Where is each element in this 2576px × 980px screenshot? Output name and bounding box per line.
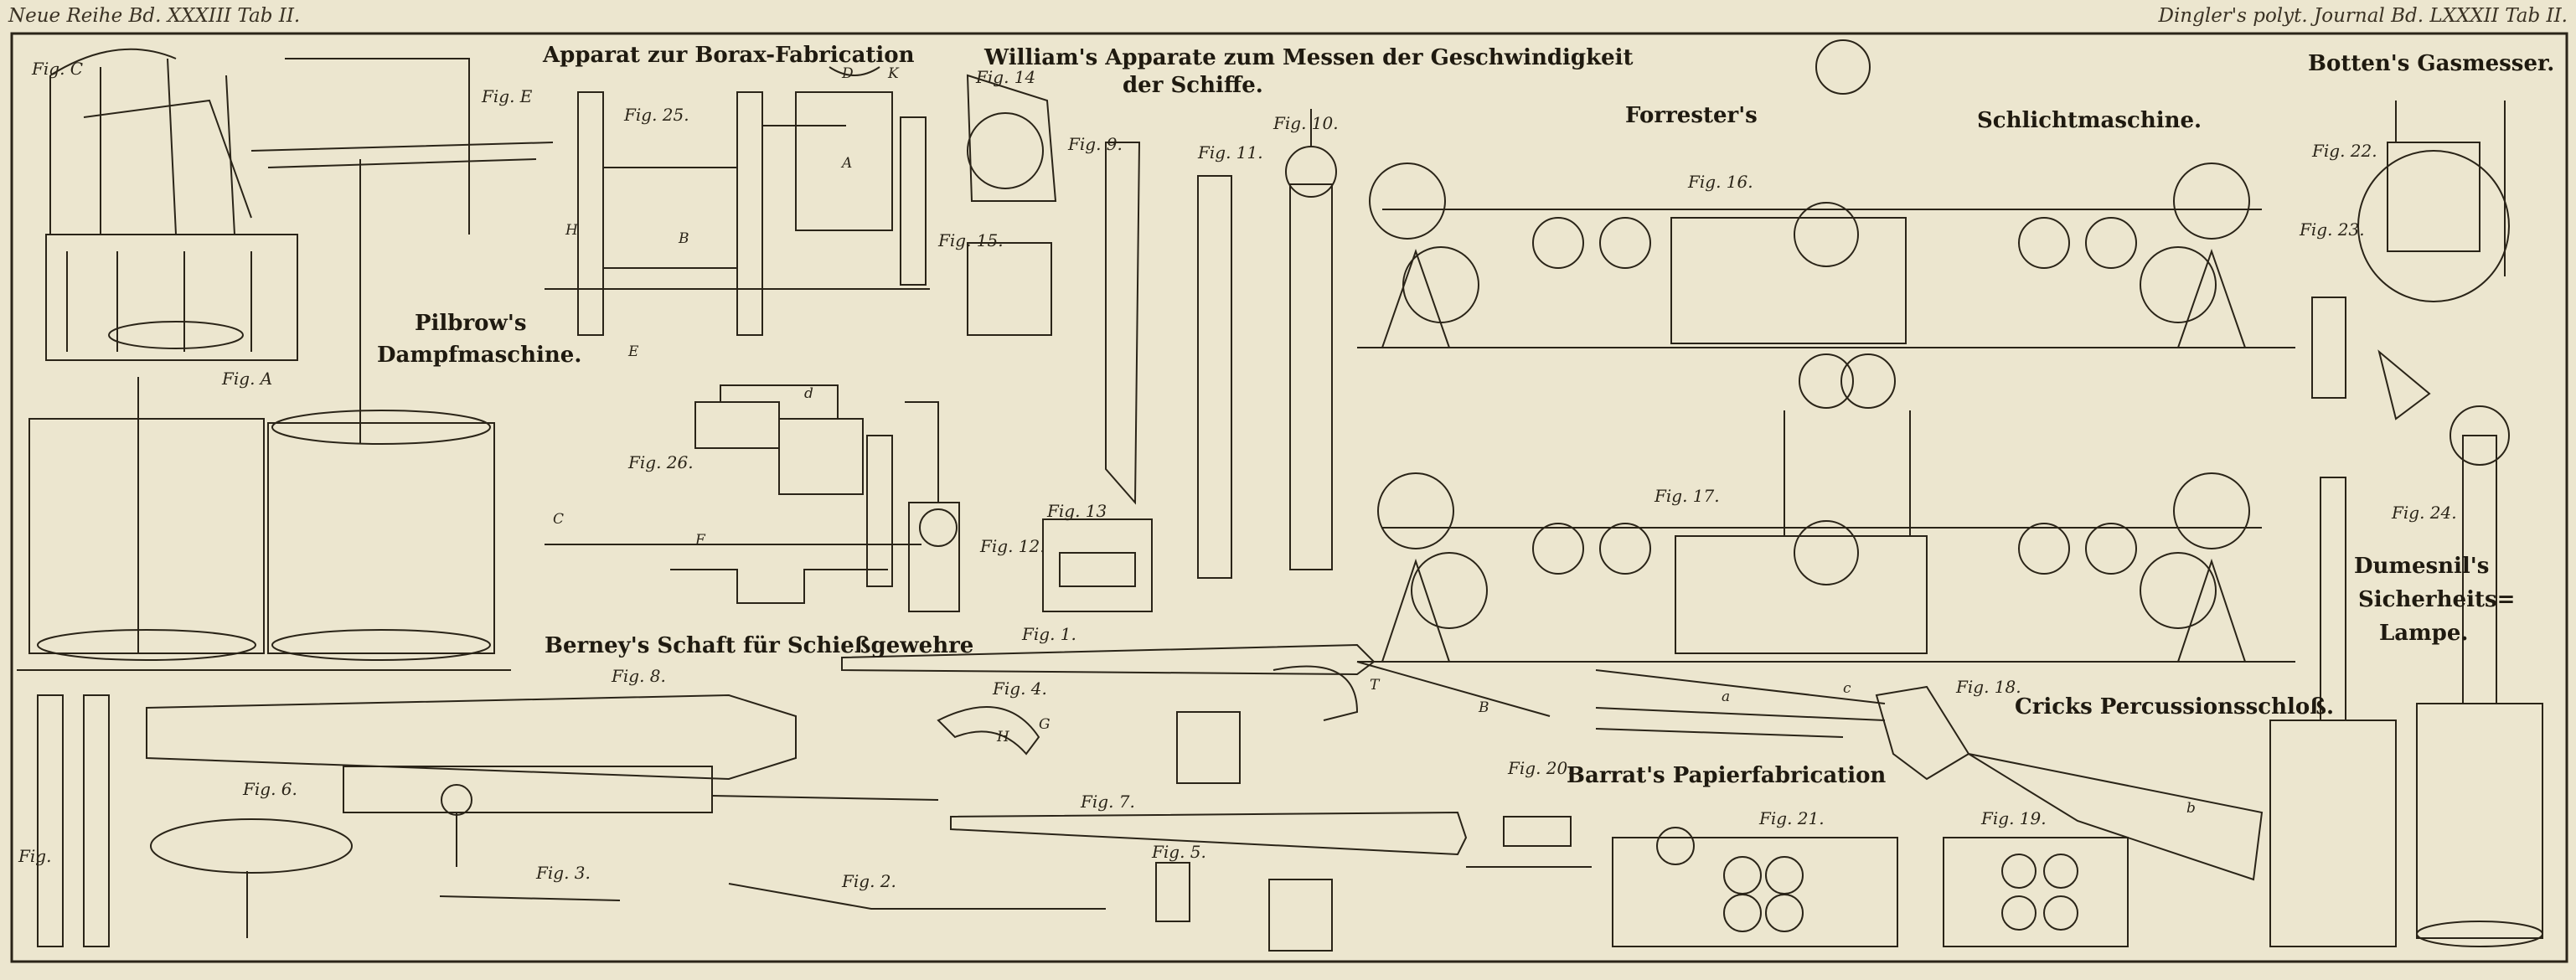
fig-label-e: Fig. E xyxy=(482,86,533,106)
title-barrat: Barrat's Papierfabrication xyxy=(1567,763,1887,788)
gas-meter-drawing xyxy=(2311,101,2510,420)
gun-fig1-drawing xyxy=(841,643,1551,784)
title-williams-2: der Schiffe. xyxy=(1123,73,1263,98)
fig-label-7: Fig. 7. xyxy=(1081,792,1135,812)
ship-speed-apparatus-drawing xyxy=(966,74,1337,612)
fig4-drawing xyxy=(937,706,1040,756)
title-dumesnil: Dumesnil's xyxy=(2354,554,2490,579)
title-berney: Berney's Schaft für Schießgewehre xyxy=(545,633,974,658)
paper-machine-drawing xyxy=(1503,816,2129,947)
part-label-a: A xyxy=(842,155,853,172)
part-label-g: G xyxy=(1039,716,1051,733)
fig-label-12: Fig. 12. xyxy=(980,536,1045,556)
title-williams: William's Apparate zum Messen der Geschw… xyxy=(984,45,1634,70)
title-borax: Apparat zur Borax-Fabrication xyxy=(543,43,915,68)
part-label-d: D xyxy=(842,65,854,82)
fig-label-19: Fig. 19. xyxy=(1981,808,2047,828)
cannon-drawing xyxy=(37,694,939,947)
fig-label-13: Fig. 13 xyxy=(1047,501,1107,521)
fig-label-15: Fig. 15. xyxy=(938,230,1004,250)
fig5-drawing xyxy=(1155,862,1190,922)
title-botten: Botten's Gasmesser. xyxy=(2308,51,2555,76)
title-forrester: Forrester's xyxy=(1625,103,1758,128)
fig-label-26: Fig. 26. xyxy=(628,452,694,472)
lever-drawing xyxy=(250,58,554,444)
fig-label-8: Fig. 8. xyxy=(612,666,666,686)
forrester-machine-fig16-drawing xyxy=(1357,39,2295,348)
fig-label-24: Fig. 24. xyxy=(2392,503,2457,523)
title-dumesnil-3: Lampe. xyxy=(2379,621,2469,646)
fig-label-22: Fig. 22. xyxy=(2312,141,2377,161)
fig-label-3: Fig. 3. xyxy=(536,863,591,883)
fig-label-1: Fig. 1. xyxy=(1022,624,1076,644)
title-dumesnil-2: Sicherheits= xyxy=(2358,587,2516,612)
title-cricks: Cricks Percussionsschloß. xyxy=(2015,694,2335,720)
fig-label-16: Fig. 16. xyxy=(1688,172,1753,192)
fig-label-a: Fig. A xyxy=(222,369,273,389)
fig-label-4: Fig. 4. xyxy=(993,678,1047,699)
borax-apparatus-drawing xyxy=(545,66,930,336)
fig-label-6: Fig. 6. xyxy=(243,779,297,799)
title-pilbrow-2: Dampfmaschine. xyxy=(377,343,582,368)
part-label-e: E xyxy=(628,343,639,360)
fig2-drawing xyxy=(728,883,1106,910)
part-label-b: B xyxy=(679,230,689,247)
part-label-b-lower: b xyxy=(2186,800,2196,817)
plate-border xyxy=(10,32,2568,963)
plate-reference-left: Neue Reihe Bd. XXXIII Tab II. xyxy=(8,5,301,27)
title-pilbrow: Pilbrow's xyxy=(415,311,527,336)
fig6-drawing xyxy=(150,818,353,874)
fig-label-9: Fig. 9. xyxy=(1068,134,1123,154)
plate-reference-right: Dingler's polyt. Journal Bd. LXXXII Tab … xyxy=(2158,5,2568,27)
part-label-c-lower: c xyxy=(1843,680,1851,697)
part-label-f: F xyxy=(695,532,705,549)
fig-label-18: Fig. 18. xyxy=(1956,677,2021,697)
percussion-lock-drawing xyxy=(1595,669,2264,881)
fig-label-17: Fig. 17. xyxy=(1655,486,1720,506)
fig-label-14: Fig. 14 xyxy=(976,67,1036,87)
part-label-h: H xyxy=(565,222,578,239)
safety-lamp-drawing xyxy=(2269,405,2543,947)
part-label-t: T xyxy=(1370,677,1380,694)
part-label-a-lower: a xyxy=(1722,689,1731,705)
forrester-machine-fig17-drawing xyxy=(1357,353,2295,663)
fig-label-2: Fig. 2. xyxy=(842,871,896,891)
gun-fig7-drawing xyxy=(950,811,1592,952)
part-label-c: C xyxy=(553,511,565,528)
fig-label-c: Fig. C xyxy=(32,59,84,79)
fig-label-20: Fig. 20. xyxy=(1508,758,1573,778)
part-label-d-lower: d xyxy=(804,385,813,402)
fig-label-23: Fig. 23. xyxy=(2300,219,2365,240)
borax-plant-drawing xyxy=(545,384,960,612)
fig-label-11: Fig. 11. xyxy=(1198,142,1263,162)
fig-label-25: Fig. 25. xyxy=(624,105,689,125)
fig3-drawing xyxy=(439,895,621,901)
tank-drawing xyxy=(17,377,511,671)
fig-label-21: Fig. 21. xyxy=(1759,808,1825,828)
steam-engine-drawing xyxy=(45,48,298,361)
title-schlichtmaschine: Schlichtmaschine. xyxy=(1977,108,2202,133)
part-label-k: K xyxy=(888,65,899,82)
fig-label-5: Fig. 5. xyxy=(1152,842,1206,862)
fig-label-10: Fig. 10. xyxy=(1273,113,1339,133)
part-label-h2: H xyxy=(997,729,1009,745)
part-label-b2: B xyxy=(1479,699,1489,716)
fig-label-unnumbered: Fig. xyxy=(18,846,52,866)
